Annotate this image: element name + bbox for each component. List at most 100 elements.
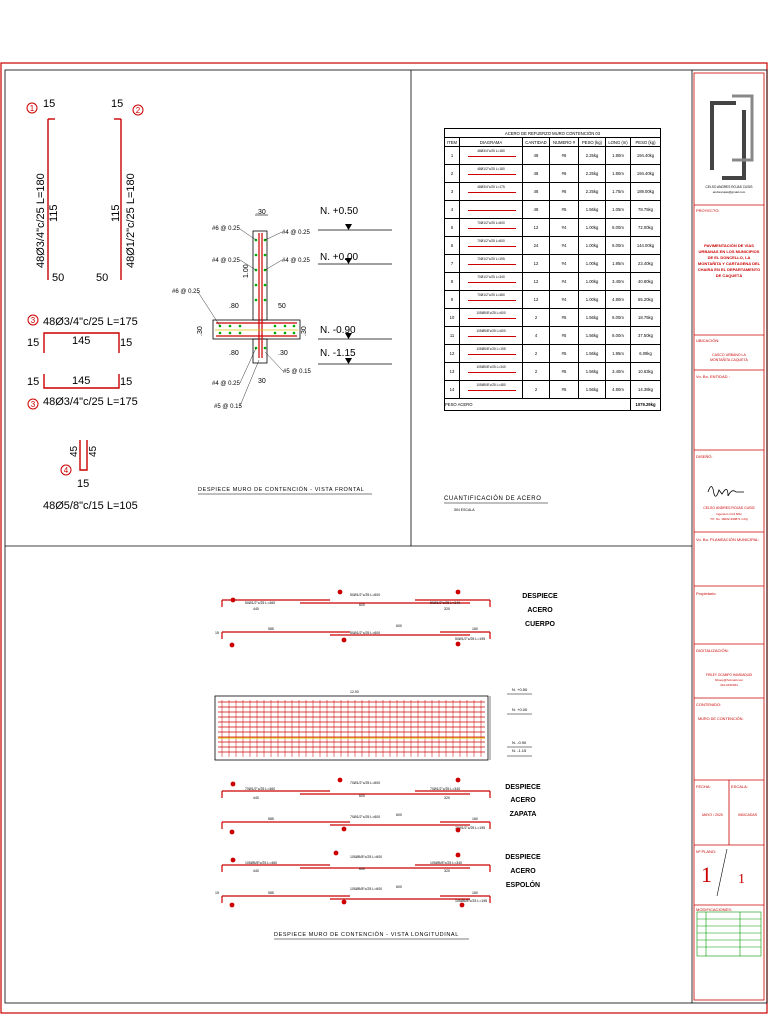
plano-label: Nº PLANO: [696, 849, 717, 854]
table-cell: 48 [522, 146, 550, 165]
inner-border [4, 69, 768, 1004]
table-cell: #4 [549, 254, 579, 273]
table-cell: 1.56kg [578, 344, 606, 363]
long-group-cuerpo: 50Ø1/2"c/25 L=460 50Ø1/2"c/25 L=600 50Ø1… [215, 589, 558, 648]
table-cell: 55.20kg [630, 290, 661, 309]
svg-text:160: 160 [472, 891, 478, 895]
bar-shape-3: 3 48Ø3/4"c/25 L=175 15 145 15 15 145 15 … [27, 314, 138, 410]
svg-text:48Ø3/4"c/25 L=180: 48Ø3/4"c/25 L=180 [35, 173, 47, 268]
svg-text:105Ø5/8"c/25 L=600: 105Ø5/8"c/25 L=600 [350, 855, 382, 859]
table-cell: #5 [549, 326, 579, 345]
diagram-cell [459, 200, 523, 219]
svg-text:105Ø5/8"c/25 L=195: 105Ø5/8"c/25 L=195 [455, 899, 487, 903]
table-cell: 78.75kg [630, 200, 661, 219]
svg-text:585: 585 [268, 817, 274, 821]
diagram-cell: 48Ø3/4"c/25 L=180 [459, 146, 523, 165]
svg-text:600: 600 [396, 813, 402, 817]
propietario-label: Propietario: [696, 591, 717, 596]
col-diagrama: DIAGRAMA [459, 137, 523, 147]
ubicacion-text: CASCO URBANO LA MONTAÑITA CAQUETÁ [710, 353, 748, 362]
table-cell: #4 [549, 272, 579, 291]
table-cell: #5 [549, 344, 579, 363]
logo [710, 94, 754, 180]
table-cell: 2 [522, 380, 550, 399]
table-caption: CUANTIFICACIÓN DE ACERO [444, 495, 541, 502]
svg-text:50: 50 [96, 272, 108, 284]
table-cell: #5 [549, 380, 579, 399]
svg-text:#4 @ 0.25: #4 @ 0.25 [282, 258, 310, 264]
svg-text:ACERO: ACERO [510, 868, 536, 875]
diseno-label: DISEÑÓ: [696, 454, 713, 459]
table-cell: 12 [522, 254, 550, 273]
svg-text:#5 @ 0.15: #5 @ 0.15 [214, 404, 242, 410]
wall-cross-section: .30 1.00 .80 50 .30 .30 .80 .30 30 #6 @ … [172, 209, 311, 410]
table-cell: 2.25kg [578, 164, 606, 183]
svg-text:#6 @ 0.25: #6 @ 0.25 [172, 289, 200, 295]
svg-text:SIN ESCALA: SIN ESCALA [454, 508, 475, 512]
diagram-cell: 70Ø1/2"c/25 L=600 [459, 218, 523, 237]
table-cell: 6.00m [605, 326, 631, 345]
svg-text:440: 440 [253, 796, 259, 800]
svg-text:70Ø1/2"c/25 L=340: 70Ø1/2"c/25 L=340 [430, 787, 460, 791]
col-long: LONG (m) [605, 137, 631, 147]
total-label: PESO ACERO [444, 398, 631, 411]
table-cell: #6 [549, 164, 579, 183]
svg-text:440: 440 [253, 607, 259, 611]
table-cell: 8 [444, 272, 460, 291]
svg-text:3: 3 [31, 316, 36, 325]
plano-number: 1 [701, 862, 712, 887]
long-group-espolon: 105Ø5/8"c/25 L=460 105Ø5/8"c/25 L=600 10… [215, 850, 541, 908]
table-cell: 48 [522, 182, 550, 201]
table-cell: 10 [444, 308, 460, 327]
designer-name: CELSO ANDRES ROJAS CUSIS [703, 506, 755, 510]
table-cell: 194.40kg [630, 164, 661, 183]
table-cell: 4.80m [605, 290, 631, 309]
svg-text:48Ø1/2"c/25 L=180: 48Ø1/2"c/25 L=180 [125, 173, 137, 268]
table-cell: 1.95m [605, 344, 631, 363]
svg-text:#4 @ 0.25: #4 @ 0.25 [212, 258, 240, 264]
table-cell: #5 [549, 362, 579, 381]
svg-text:#6 @ 0.25: #6 @ 0.25 [212, 226, 240, 232]
svg-text:600: 600 [396, 624, 402, 628]
table-cell: 40.80kg [630, 272, 661, 291]
table-cell: 6.00m [605, 308, 631, 327]
svg-text:.30: .30 [301, 326, 308, 336]
svg-text:105Ø5/8"c/25 L=600: 105Ø5/8"c/25 L=600 [350, 887, 382, 891]
steel-quantity-table: ACERO DE REFUERZO MURO CONTENCIÓN 03 ITE… [444, 128, 661, 411]
table-cell: 24 [522, 236, 550, 255]
proyecto-label: PROYECTO: [696, 208, 720, 213]
long-elevation: 12.00 N. +0.50 N. +0.00 N. -0.90 N. -1.1… [214, 687, 532, 761]
table-cell: 72.00kg [630, 218, 661, 237]
svg-text:160: 160 [472, 817, 478, 821]
digitalizacion-label: DIGITALIZACIÓN: [696, 648, 729, 653]
table-cell: 1.00kg [578, 290, 606, 309]
svg-text:.30: .30 [197, 326, 204, 336]
svg-text:600: 600 [359, 794, 365, 798]
table-cell: 12 [444, 344, 460, 363]
diagram-cell: 48Ø1/2"c/25 L=180 [459, 164, 523, 183]
bar-shape-1: 1 15 50 115 48Ø3/4"c/25 L=180 [26, 98, 64, 284]
table-cell: 1.56kg [578, 362, 606, 381]
svg-text:3: 3 [31, 400, 36, 409]
modificaciones-label: MODIFICACIONES: [696, 907, 733, 912]
table-cell: 37.50kg [630, 326, 661, 345]
svg-text:ESPOLÓN: ESPOLÓN [506, 880, 540, 889]
svg-text:ACERO: ACERO [527, 607, 553, 614]
table-cell: 4 [522, 326, 550, 345]
svg-text:70Ø1/2"c/25 L=600: 70Ø1/2"c/25 L=600 [350, 815, 380, 819]
table-cell: 2 [522, 362, 550, 381]
table-cell: 1.75m [605, 182, 631, 201]
svg-text:585: 585 [268, 891, 274, 895]
svg-text:N. -0.90: N. -0.90 [320, 325, 356, 336]
svg-text:#5 @ 0.15: #5 @ 0.15 [283, 369, 311, 375]
svg-text:N. +0.50: N. +0.50 [320, 206, 359, 217]
table-cell: 4 [444, 200, 460, 219]
table-cell: 1.95m [605, 254, 631, 273]
col-numero: NUMERO # [549, 137, 579, 147]
escala-value: INDICADAS [737, 813, 758, 817]
